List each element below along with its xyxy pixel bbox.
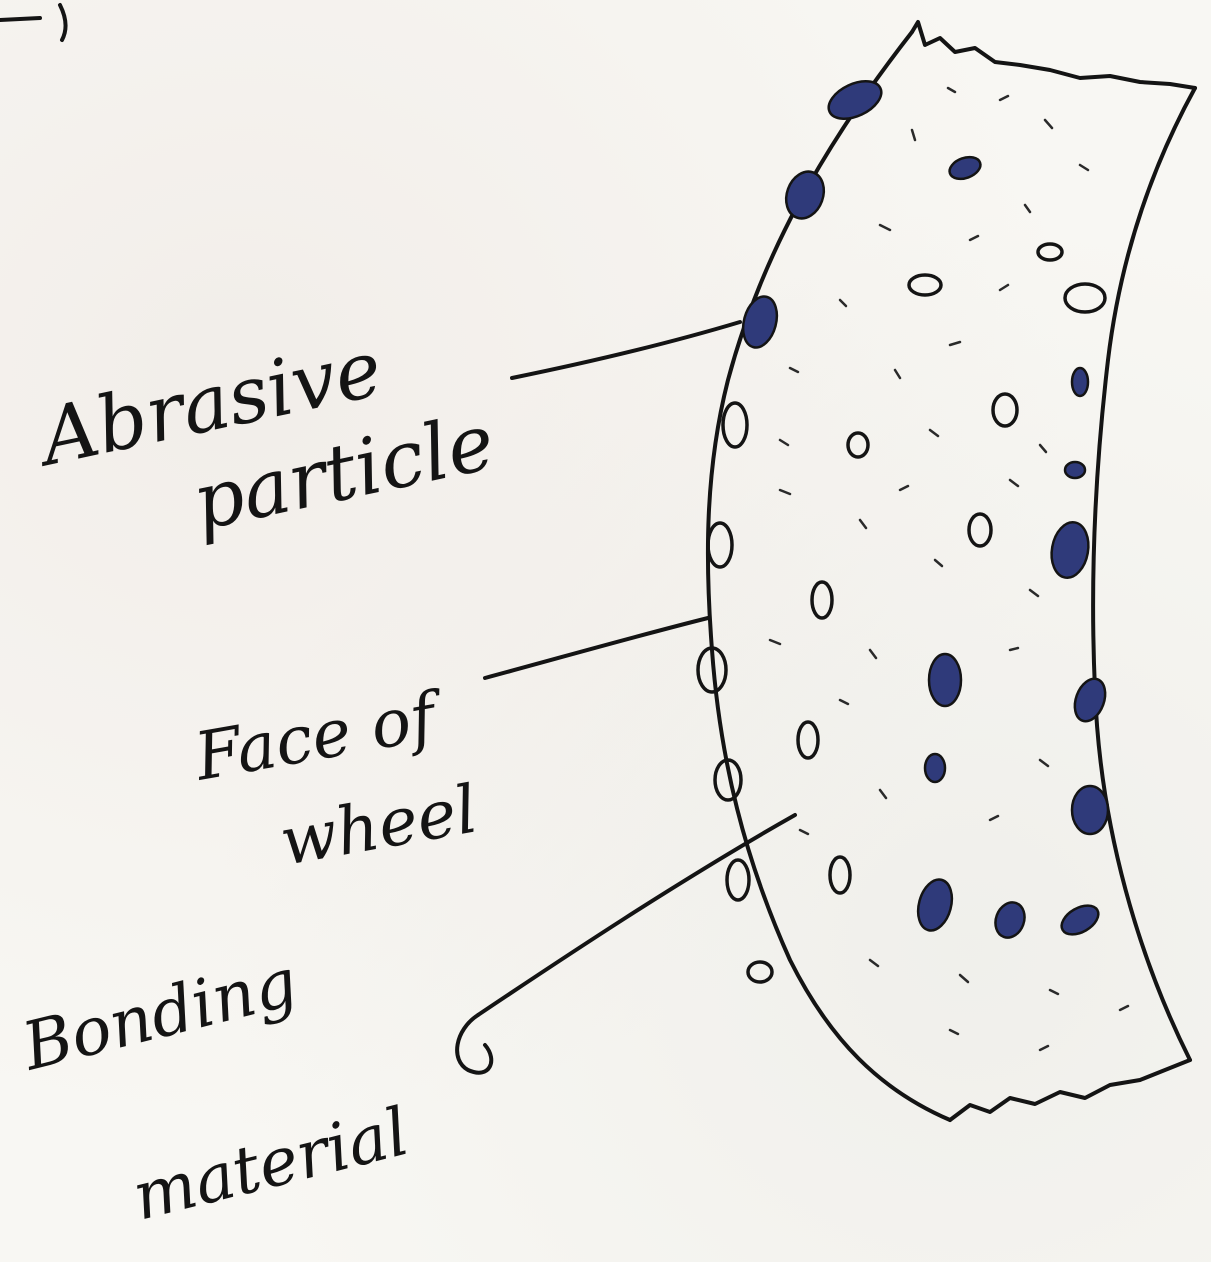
abrasive-leader-line <box>512 322 740 378</box>
wheel-outer-curve <box>1093 88 1195 1060</box>
label-face-line1: Face of <box>188 676 451 796</box>
top-crop-stroke <box>0 5 66 40</box>
bonding-leader-hook <box>457 1015 491 1073</box>
wheel-top-edge <box>912 22 1195 88</box>
label-face-of-wheel: Face of wheel <box>188 676 483 881</box>
label-bonding-line2: material <box>125 1093 416 1236</box>
interior-abrasive-particles <box>748 153 1062 982</box>
wheel-face-curve <box>708 32 950 1120</box>
face-leader-line <box>485 618 708 678</box>
label-bonding-material: Bonding material <box>14 943 416 1235</box>
outer-abrasive-particles <box>1047 284 1110 940</box>
wheel-bottom-edge <box>950 1060 1190 1120</box>
label-bonding-line1: Bonding <box>14 943 304 1085</box>
label-abrasive-particle: Abrasive particle <box>27 324 502 549</box>
label-face-line2: wheel <box>274 771 483 881</box>
face-abrasive-particles <box>698 74 887 900</box>
